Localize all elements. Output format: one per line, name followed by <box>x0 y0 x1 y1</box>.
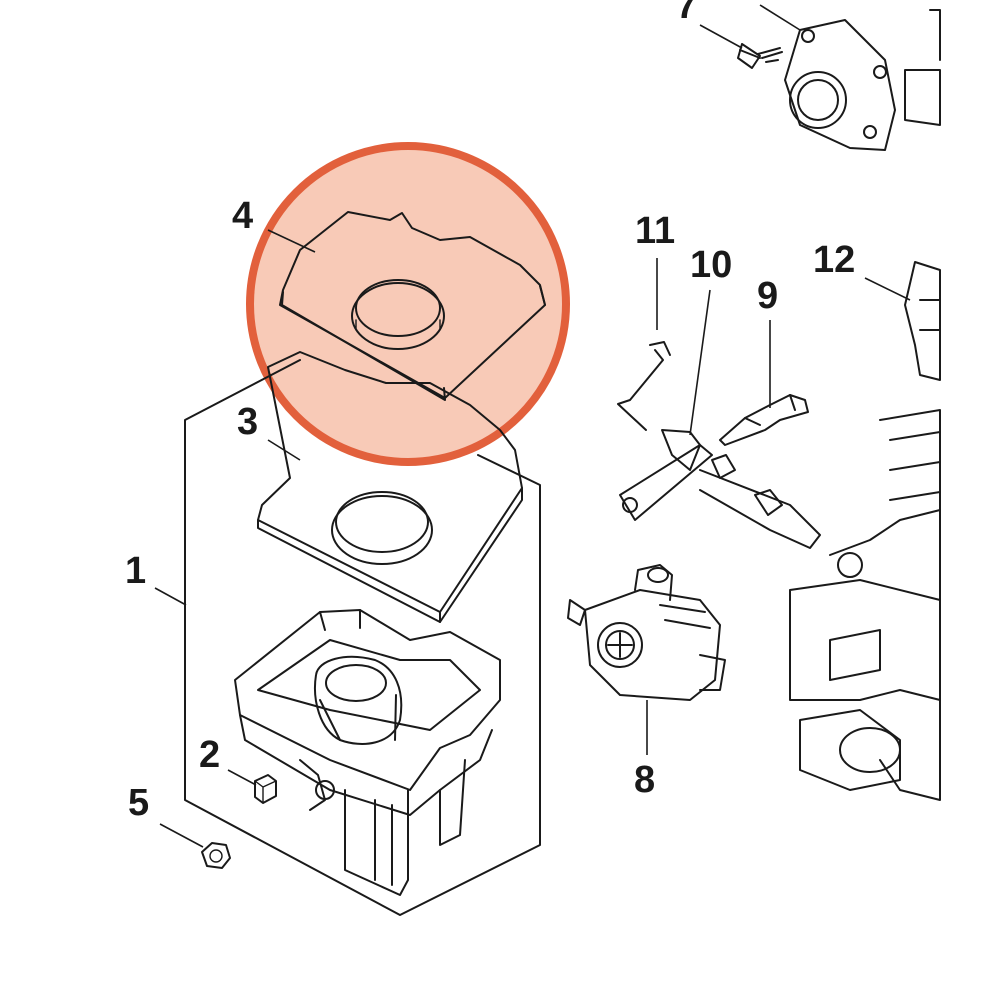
callout-5: 5 <box>128 782 149 824</box>
engine-body <box>789 409 941 801</box>
callout-10: 10 <box>690 244 732 286</box>
part-11-throttle-rod[interactable] <box>617 341 671 431</box>
part-9-lever[interactable] <box>719 394 809 446</box>
callout-4: 4 <box>232 195 253 237</box>
callout-8: 8 <box>634 759 655 801</box>
leader-lines <box>154 4 911 848</box>
callout-12: 12 <box>813 239 855 281</box>
callout-7: 7 <box>676 0 697 27</box>
part-2-nut-insert[interactable] <box>254 774 277 804</box>
callout-11: 11 <box>635 210 675 252</box>
part-12-bracket[interactable] <box>904 261 941 381</box>
highlight-circle <box>246 142 570 466</box>
callout-2: 2 <box>199 734 220 776</box>
intake-flange[interactable] <box>784 9 941 151</box>
part-8-carburetor[interactable] <box>567 564 726 701</box>
callout-3: 3 <box>237 401 258 443</box>
part-7-screw[interactable] <box>737 43 783 69</box>
part-5-hex-nut[interactable] <box>201 842 231 869</box>
part-3-filter-gasket[interactable] <box>257 351 523 623</box>
part-10-throttle-shaft[interactable] <box>619 429 821 549</box>
part-1-filter-housing[interactable] <box>234 609 501 896</box>
callout-9: 9 <box>757 275 778 317</box>
part-4-filter-plate[interactable] <box>279 211 546 401</box>
callout-1: 1 <box>125 550 146 592</box>
part-1-group-outline <box>184 359 541 916</box>
callout-labels: 4 3 1 2 5 7 8 9 10 11 12 <box>125 0 855 824</box>
